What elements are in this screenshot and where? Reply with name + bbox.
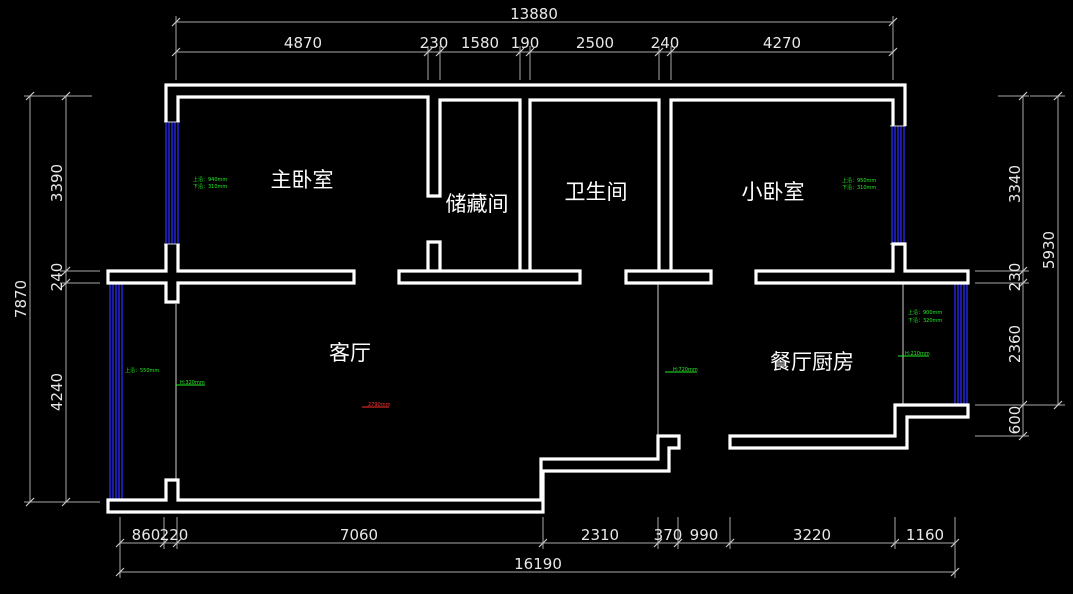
walls <box>106 83 970 514</box>
wall-bathroom <box>528 98 661 271</box>
window-kitchen <box>953 283 969 405</box>
wall-master-left <box>106 244 356 304</box>
room-label-master-bedroom: 主卧室 <box>271 168 334 192</box>
dimension-labels: 13880 4870 230 1580 190 2500 240 4270 86… <box>12 5 1058 573</box>
note-living-window: 上沿：550mm <box>125 367 159 374</box>
note-master-window-bottom: 下沿：310mm <box>193 183 227 190</box>
note-kitchen-window-top: 上沿：900mm <box>908 309 942 316</box>
room-labels: 主卧室 储藏间 卫生间 小卧室 客厅 餐厅厨房 <box>271 168 855 374</box>
dim-left-segment: 240 <box>48 263 66 292</box>
window-small-bedroom <box>890 125 906 245</box>
note-kitchen-window-bottom: 下沿：320mm <box>908 317 942 324</box>
dim-right-segment: 600 <box>1006 406 1024 435</box>
wall-living-bottom <box>106 434 681 514</box>
dim-right-segment: 230 <box>1006 263 1024 292</box>
room-label-small-bedroom: 小卧室 <box>742 180 805 204</box>
dim-top-segment: 190 <box>511 34 540 52</box>
wall-corridor-mid <box>397 269 582 285</box>
wall-top-inner <box>176 95 522 271</box>
note-ceiling-height: 2790mm <box>368 402 391 408</box>
dim-bottom-segment: 2310 <box>581 526 619 544</box>
dim-right-segment: 2360 <box>1006 325 1024 363</box>
wall-top <box>164 83 907 126</box>
dim-bottom-segment: 860 <box>132 526 161 544</box>
note-kitchen-marker: H:210mm <box>905 351 930 357</box>
dim-bottom-total: 16190 <box>514 555 562 573</box>
annotations: 上沿：940mm 下沿：310mm 上沿：950mm 下沿：310mm 上沿：9… <box>125 176 942 408</box>
window-master-bedroom <box>164 121 180 245</box>
dim-bottom-segment: 7060 <box>340 526 378 544</box>
dim-bottom-segment: 370 <box>654 526 683 544</box>
note-small-window-bottom: 下沿：310mm <box>842 184 876 191</box>
wall-kitchen-bottom <box>728 403 970 450</box>
dim-bottom-segment: 3220 <box>793 526 831 544</box>
dim-left-segment: 4240 <box>48 373 66 411</box>
note-living-marker: H:320mm <box>180 380 205 386</box>
wall-corridor-right <box>624 269 713 285</box>
wall-corridor-kitchen <box>754 242 970 285</box>
dim-top-total: 13880 <box>510 5 558 23</box>
wall-small-bedroom <box>669 98 895 271</box>
dimension-lines <box>24 16 1065 578</box>
windows <box>108 121 969 501</box>
dim-top-segment: 1580 <box>461 34 499 52</box>
dim-top-segment: 230 <box>420 34 449 52</box>
dim-top-segment: 4270 <box>763 34 801 52</box>
room-label-dining-kitchen: 餐厅厨房 <box>770 350 854 374</box>
dim-top-segment: 240 <box>651 34 680 52</box>
dim-bottom-segment: 220 <box>160 526 189 544</box>
dim-right-total: 5930 <box>1040 231 1058 269</box>
dim-top-segment: 4870 <box>284 34 322 52</box>
note-mid-marker: H:720mm <box>673 367 698 373</box>
room-label-storage: 储藏间 <box>446 192 509 216</box>
dim-top-segment: 2500 <box>576 34 614 52</box>
dim-bottom-segment: 1160 <box>906 526 944 544</box>
wall-storage-stub <box>426 240 442 271</box>
room-label-bathroom: 卫生间 <box>565 180 628 204</box>
room-label-living-room: 客厅 <box>329 341 371 365</box>
dim-bottom-segment: 990 <box>690 526 719 544</box>
note-small-window-top: 上沿：950mm <box>842 177 876 184</box>
dim-left-total: 7870 <box>12 280 30 318</box>
note-master-window-top: 上沿：940mm <box>193 176 227 183</box>
window-living-room <box>108 283 124 501</box>
dim-left-segment: 3390 <box>48 164 66 202</box>
dim-right-segment: 3340 <box>1006 165 1024 203</box>
